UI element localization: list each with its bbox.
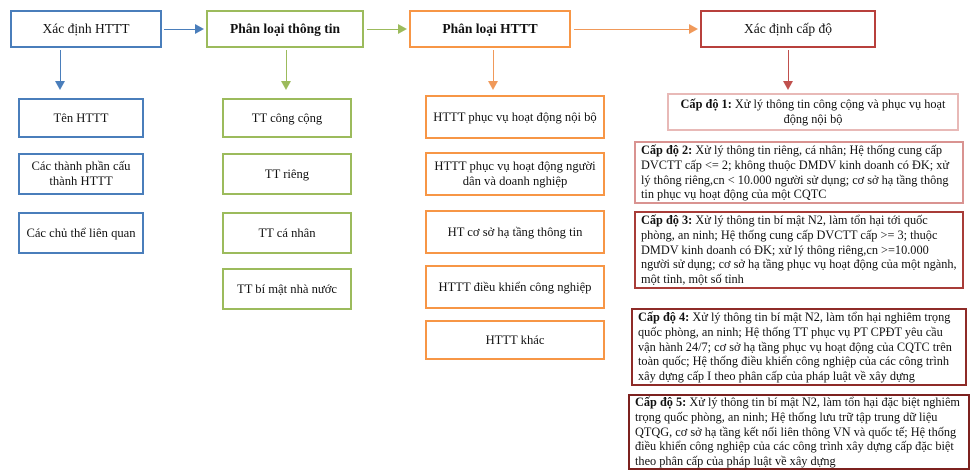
item-label: HTTT phục vụ hoạt động người dân và doan… [434, 159, 596, 188]
level-prefix-3: Cấp độ 3: [641, 212, 693, 227]
header-label-1: Xác định HTTT [42, 21, 130, 37]
item-label: Tên HTTT [53, 110, 109, 125]
arrow-header3-to-header4 [574, 22, 698, 36]
level-body-1: Xử lý thông tin công cộng và phục vụ hoạ… [731, 97, 946, 126]
item-label: Các chủ thể liên quan [26, 225, 136, 240]
level-text-5: Cấp độ 5: Xử lý thông tin bí mật N2, làm… [630, 395, 968, 469]
item-httt-phuc-vu-nguoi-dan-doanh-nghiep[interactable]: HTTT phục vụ hoạt động người dân và doan… [425, 152, 605, 196]
level-prefix-1: Cấp độ 1: [680, 97, 732, 112]
item-label: Các thành phần cấu thành HTTT [31, 159, 131, 188]
arrow-down-column-4 [780, 50, 796, 90]
arrow-header2-to-header3 [367, 22, 407, 36]
item-tt-bi-mat-nha-nuoc[interactable]: TT bí mật nhà nước [222, 268, 352, 310]
level-box-cap-do-5[interactable]: Cấp độ 5: Xử lý thông tin bí mật N2, làm… [628, 394, 970, 470]
item-label: TT công cộng [251, 110, 323, 125]
item-cac-thanh-phan-cau-thanh-httt[interactable]: Các thành phần cấu thành HTTT [18, 153, 144, 195]
item-tt-rieng[interactable]: TT riêng [222, 153, 352, 195]
level-text-1: Cấp độ 1: Xử lý thông tin công cộng và p… [669, 97, 957, 127]
level-body-4: Xử lý thông tin bí mật N2, làm tổn hại n… [638, 309, 952, 384]
level-text-2: Cấp độ 2: Xử lý thông tin riêng, cá nhân… [636, 143, 962, 203]
level-text-3: Cấp độ 3: Xử lý thông tin bí mật N2, làm… [636, 213, 962, 287]
level-prefix-4: Cấp độ 4: [638, 309, 690, 324]
level-body-2: Xử lý thông tin riêng, cá nhân; Hệ thống… [641, 142, 950, 202]
item-label: HTTT phục vụ hoạt động nội bộ [433, 109, 597, 124]
header-box-phan-loai-httt[interactable]: Phân loại HTTT [409, 10, 571, 48]
level-prefix-5: Cấp độ 5: [635, 394, 687, 409]
item-label: HTTT điều khiển công nghiệp [438, 279, 592, 294]
item-label: HT cơ sở hạ tầng thông tin [447, 224, 583, 239]
item-cac-chu-the-lien-quan[interactable]: Các chủ thể liên quan [18, 212, 144, 254]
header-label-4: Xác định cấp độ [743, 21, 833, 37]
header-box-xac-dinh-cap-do[interactable]: Xác định cấp độ [700, 10, 876, 48]
item-ten-httt[interactable]: Tên HTTT [18, 98, 144, 138]
item-label: TT riêng [264, 166, 310, 181]
arrow-header1-to-header2 [164, 22, 204, 36]
arrow-down-column-3 [485, 50, 501, 90]
arrow-down-column-2 [278, 50, 294, 90]
header-box-phan-loai-thong-tin[interactable]: Phân loại thông tin [206, 10, 364, 48]
item-label: HTTT khác [485, 332, 545, 347]
item-httt-khac[interactable]: HTTT khác [425, 320, 605, 360]
level-body-3: Xử lý thông tin bí mật N2, làm tổn hại t… [641, 212, 957, 287]
level-box-cap-do-4[interactable]: Cấp độ 4: Xử lý thông tin bí mật N2, làm… [631, 308, 967, 386]
header-label-2: Phân loại thông tin [230, 21, 340, 37]
item-label: TT bí mật nhà nước [237, 281, 337, 296]
level-body-5: Xử lý thông tin bí mật N2, làm tổn hại đ… [635, 394, 960, 469]
level-text-4: Cấp độ 4: Xử lý thông tin bí mật N2, làm… [633, 310, 965, 384]
item-tt-cong-cong[interactable]: TT công cộng [222, 98, 352, 138]
item-tt-ca-nhan[interactable]: TT cá nhân [222, 212, 352, 254]
level-box-cap-do-2[interactable]: Cấp độ 2: Xử lý thông tin riêng, cá nhân… [634, 141, 964, 204]
item-httt-dieu-khien-cong-nghiep[interactable]: HTTT điều khiển công nghiệp [425, 265, 605, 309]
header-label-3: Phân loại HTTT [442, 21, 538, 37]
level-prefix-2: Cấp độ 2: [641, 142, 693, 157]
item-httt-phuc-vu-hoat-dong-noi-bo[interactable]: HTTT phục vụ hoạt động nội bộ [425, 95, 605, 139]
item-ht-co-so-ha-tang-thong-tin[interactable]: HT cơ sở hạ tầng thông tin [425, 210, 605, 254]
item-label: TT cá nhân [258, 225, 316, 240]
level-box-cap-do-1[interactable]: Cấp độ 1: Xử lý thông tin công cộng và p… [667, 93, 959, 131]
level-box-cap-do-3[interactable]: Cấp độ 3: Xử lý thông tin bí mật N2, làm… [634, 211, 964, 289]
arrow-down-column-1 [52, 50, 68, 90]
header-box-xac-dinh-httt[interactable]: Xác định HTTT [10, 10, 162, 48]
